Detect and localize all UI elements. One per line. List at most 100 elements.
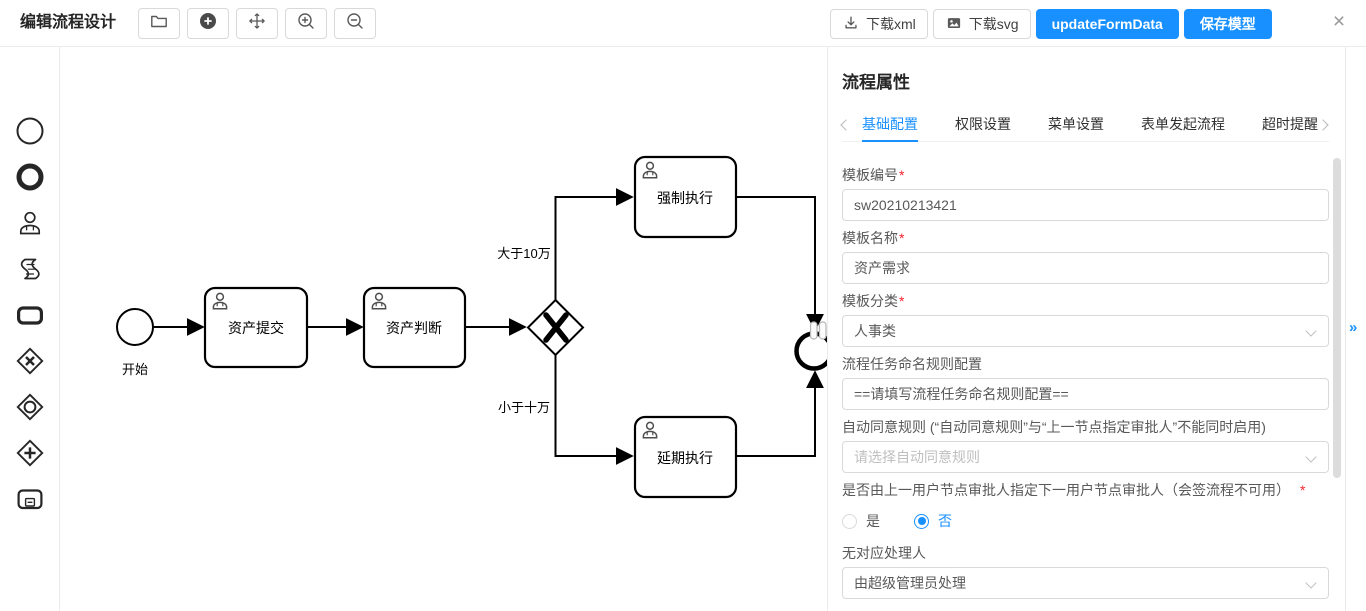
palette-user-task[interactable] [15,208,45,238]
radio-option-no[interactable]: 否 [914,511,952,531]
field-label: 流程任务命名规则配置 [842,356,982,372]
open-folder-button[interactable] [138,8,180,39]
field-no-handler: 无对应处理人 由超级管理员处理 [842,544,1329,599]
tab-menu-settings[interactable]: 菜单设置 [1048,115,1104,132]
radio-group: 是 否 [842,506,1329,536]
chevron-down-icon [1305,451,1317,463]
palette-inclusive-gateway[interactable] [15,392,45,422]
flow-task4-to-end[interactable] [736,370,824,457]
field-template-name: 模板名称* [842,229,1329,284]
bpmn-canvas[interactable]: 大于10万 小于十万 开始 资产提交 资产判断 强制执行 延期执行 [60,47,827,611]
save-model-button[interactable]: 保存模型 [1183,9,1272,39]
field-label: 模板编号 [842,167,898,183]
open-folder-icon [149,11,169,36]
palette-task[interactable] [15,300,45,330]
field-task-naming-rule: 流程任务命名规则配置 [842,355,1329,410]
radio-icon [842,513,857,529]
bpmn-palette [0,47,60,611]
field-label: 模板分类 [842,293,898,309]
palette-sub-process[interactable] [15,484,45,514]
field-template-category: 模板分类* 人事类 [842,292,1329,347]
header-actions: 下载xml 下载svg updateFormData 保存模型 [830,9,1272,39]
chevron-down-icon [1305,325,1317,337]
context-pad-handle[interactable] [809,321,818,340]
move-canvas-button[interactable] [236,8,278,39]
template-category-select[interactable]: 人事类 [842,315,1329,347]
palette-script-task[interactable] [15,254,45,284]
panel-collapse-strip: » [1345,47,1366,611]
required-mark: * [899,230,905,246]
start-event-label: 开始 [122,362,148,377]
select-value: 人事类 [854,323,896,339]
radio-option-yes[interactable]: 是 [842,511,880,531]
flow-task3-to-end[interactable] [736,196,824,332]
zoom-in-icon [296,11,316,36]
move-canvas-icon [247,11,267,36]
flow-gateway-to-task4[interactable] [554,355,634,465]
palette-parallel-gateway[interactable] [15,438,45,468]
tab-permission-settings[interactable]: 权限设置 [955,115,1011,132]
flow-label-upper: 大于10万 [497,246,550,261]
template-name-input[interactable] [842,252,1329,284]
task-label-2: 资产判断 [386,320,442,336]
task-node-4[interactable] [633,415,738,499]
create-node-button[interactable] [187,8,229,39]
tab-form-start-process[interactable]: 表单发起流程 [1141,115,1225,132]
chevron-down-icon [1305,577,1317,589]
download-icon [842,14,860,35]
palette-end-event[interactable] [15,162,45,192]
zoom-out-button[interactable] [334,8,376,39]
task-node-3[interactable] [633,155,738,239]
field-auto-approve-rule: 自动同意规则 (“自动同意规则”与“上一节点指定审批人”不能同时启用) 请选择自… [842,418,1329,473]
task-label-4: 延期执行 [657,450,713,466]
tabs-scroll-right-icon[interactable] [1317,119,1329,131]
panel-tabs: 基础配置 权限设置 菜单设置 表单发起流程 超时提醒 [840,109,1329,142]
close-icon[interactable]: × [1332,10,1346,33]
page-title: 编辑流程设计 [20,14,117,31]
panel-collapse-icon[interactable]: » [1349,319,1358,336]
select-placeholder: 请选择自动同意规则 [854,449,980,465]
zoom-out-icon [345,11,365,36]
radio-checked-icon [914,513,929,529]
field-template-number: 模板编号* [842,166,1329,221]
context-pad-handle[interactable] [818,321,827,340]
image-icon [945,14,963,35]
gateway-x-icon [543,312,569,343]
field-label: 是否由上一用户节点审批人指定下一用户节点审批人（会签流程不可用） [842,482,1290,498]
panel-scrollbar-thumb[interactable] [1333,158,1341,478]
palette-exclusive-gateway[interactable] [15,346,45,376]
properties-panel: 流程属性 基础配置 权限设置 菜单设置 表单发起流程 超时提醒 模板编号* 模板… [827,47,1366,611]
canvas-toolbar [138,8,376,39]
auto-approve-rule-select[interactable]: 请选择自动同意规则 [842,441,1329,473]
task-label-3: 强制执行 [657,190,713,206]
properties-panel-content: 流程属性 基础配置 权限设置 菜单设置 表单发起流程 超时提醒 模板编号* 模板… [828,47,1345,611]
task-node-1[interactable] [203,286,309,369]
start-event-node[interactable] [116,308,154,346]
field-label: 模板名称 [842,230,898,246]
required-mark: * [899,167,905,183]
flow-label-lower: 小于十万 [498,400,550,415]
create-node-icon [198,11,218,36]
field-label: 自动同意规则 (“自动同意规则”与“上一节点指定审批人”不能同时启用) [842,419,1266,435]
task-naming-rule-input[interactable] [842,378,1329,410]
flow-gateway-to-task3[interactable] [554,188,634,300]
required-mark: * [1300,482,1306,498]
task-node-2[interactable] [362,286,467,369]
zoom-in-button[interactable] [285,8,327,39]
download-xml-button[interactable]: 下载xml [830,9,928,39]
tab-basic-config[interactable]: 基础配置 [862,109,918,142]
header-bar: 编辑流程设计 [0,0,1366,47]
panel-title: 流程属性 [842,73,910,92]
task-label-1: 资产提交 [228,320,284,336]
template-number-input[interactable] [842,189,1329,221]
required-mark: * [899,293,905,309]
update-form-data-button[interactable]: updateFormData [1035,9,1179,39]
no-handler-select[interactable]: 由超级管理员处理 [842,567,1329,599]
tab-timeout-reminder[interactable]: 超时提醒 [1262,115,1318,132]
download-svg-button[interactable]: 下载svg [932,9,1031,39]
field-prev-approver-assign: 是否由上一用户节点审批人指定下一用户节点审批人（会签流程不可用） * 是 否 [842,481,1329,536]
field-label: 无对应处理人 [842,545,926,561]
palette-start-event[interactable] [15,116,45,146]
tabs-scroll-left-icon[interactable] [840,119,852,131]
select-value: 由超级管理员处理 [854,575,966,591]
